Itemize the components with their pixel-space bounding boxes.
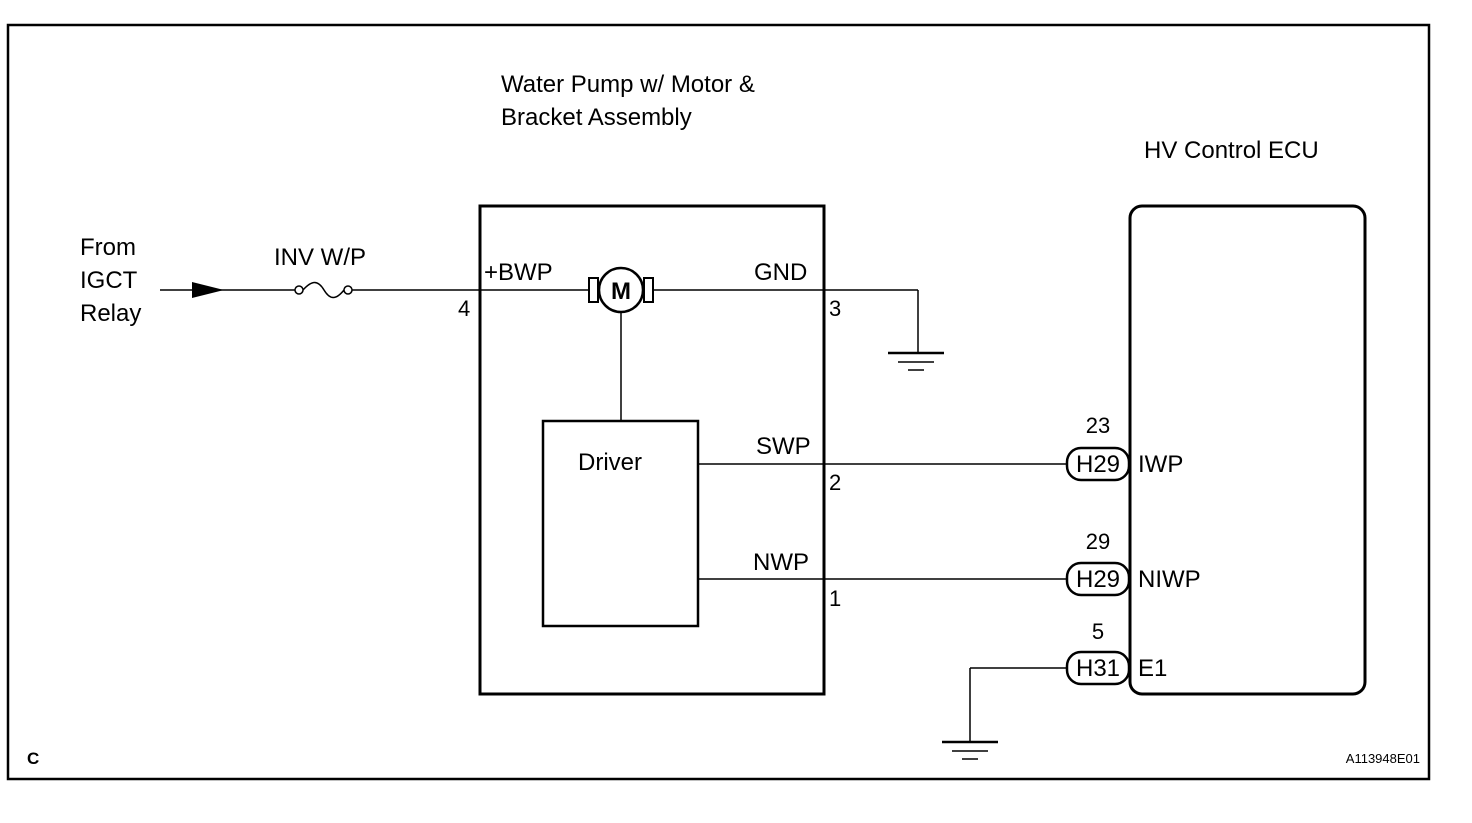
fuse-label: INV W/P	[274, 244, 366, 271]
terminal-bwp: +BWP	[484, 259, 553, 286]
water-pump-title-line2: Bracket Assembly	[501, 104, 692, 131]
figure-id: A113948E01	[1346, 751, 1420, 766]
pin-bwp: 4	[458, 296, 470, 321]
ecu-terminal-e1: E1	[1138, 655, 1167, 682]
corner-label: C	[27, 749, 39, 768]
source-label-line3: Relay	[80, 300, 141, 327]
driver-label: Driver	[578, 449, 642, 476]
ecu-terminal-niwp: NIWP	[1138, 566, 1201, 593]
fuse-icon	[294, 281, 353, 299]
connector-e1-label: H31	[1076, 655, 1120, 682]
water-pump-box	[478, 204, 826, 696]
ecu-pin-e1: 5	[1092, 619, 1104, 644]
ecu-pin-niwp: 29	[1086, 529, 1110, 554]
connector-iwp-label: H29	[1076, 451, 1120, 478]
ecu-pin-iwp: 23	[1086, 413, 1110, 438]
diagram-frame	[6, 23, 1431, 781]
pin-gnd: 3	[829, 296, 841, 321]
ground-icon-pump	[888, 351, 944, 371]
connector-iwp	[1065, 446, 1131, 482]
ecu-terminal-iwp: IWP	[1138, 451, 1183, 478]
ground-icon-ecu	[942, 740, 998, 760]
pin-swp: 2	[829, 470, 841, 495]
connector-niwp-label: H29	[1076, 566, 1120, 593]
ecu-title: HV Control ECU	[1144, 137, 1319, 164]
ecu-box	[1128, 204, 1367, 696]
water-pump-title-line1: Water Pump w/ Motor &	[501, 71, 755, 98]
connector-niwp	[1065, 561, 1131, 597]
driver-box	[541, 419, 700, 628]
terminal-gnd: GND	[754, 259, 807, 286]
source-label-line1: From	[80, 234, 136, 261]
motor-label: M	[611, 278, 631, 305]
terminal-nwp: NWP	[753, 549, 809, 576]
pin-nwp: 1	[829, 586, 841, 611]
source-label-line2: IGCT	[80, 267, 138, 294]
input-arrow-icon	[192, 282, 224, 298]
terminal-swp: SWP	[756, 433, 811, 460]
